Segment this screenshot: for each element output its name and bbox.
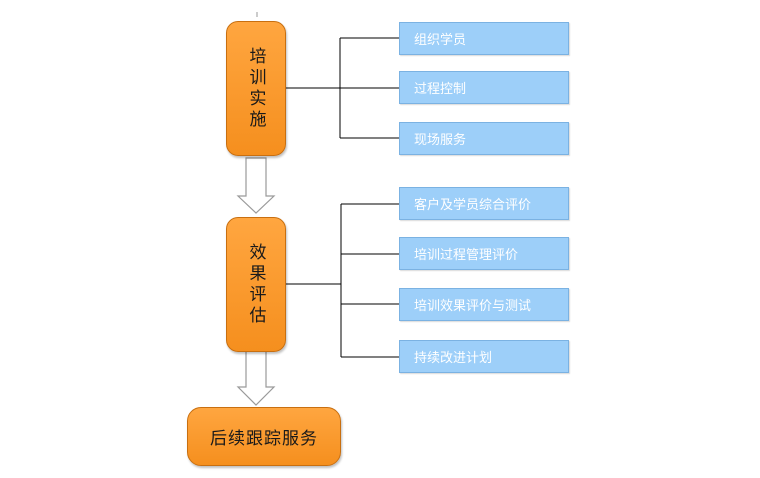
item-box: 培训过程管理评价 [399, 237, 569, 270]
connector-evaluation [284, 203, 399, 358]
stage-follow-up-service: 后续跟踪服务 [187, 407, 341, 466]
stage-label: 后续跟踪服务 [210, 429, 318, 449]
stage-label: 效果评估 [245, 242, 266, 327]
stage-label: 培训实施 [245, 46, 266, 131]
down-arrow-icon [236, 157, 276, 214]
item-box: 组织学员 [399, 22, 569, 55]
down-arrow-icon [236, 350, 276, 406]
item-box: 培训效果评价与测试 [399, 288, 569, 321]
stage-effect-evaluation: 效果评估 [226, 217, 286, 352]
item-box: 现场服务 [399, 122, 569, 155]
item-box: 持续改进计划 [399, 340, 569, 373]
stage-training-implementation: 培训实施 [226, 21, 286, 156]
connector-implementation [284, 37, 399, 139]
item-box: 客户及学员综合评价 [399, 187, 569, 220]
item-box: 过程控制 [399, 71, 569, 104]
